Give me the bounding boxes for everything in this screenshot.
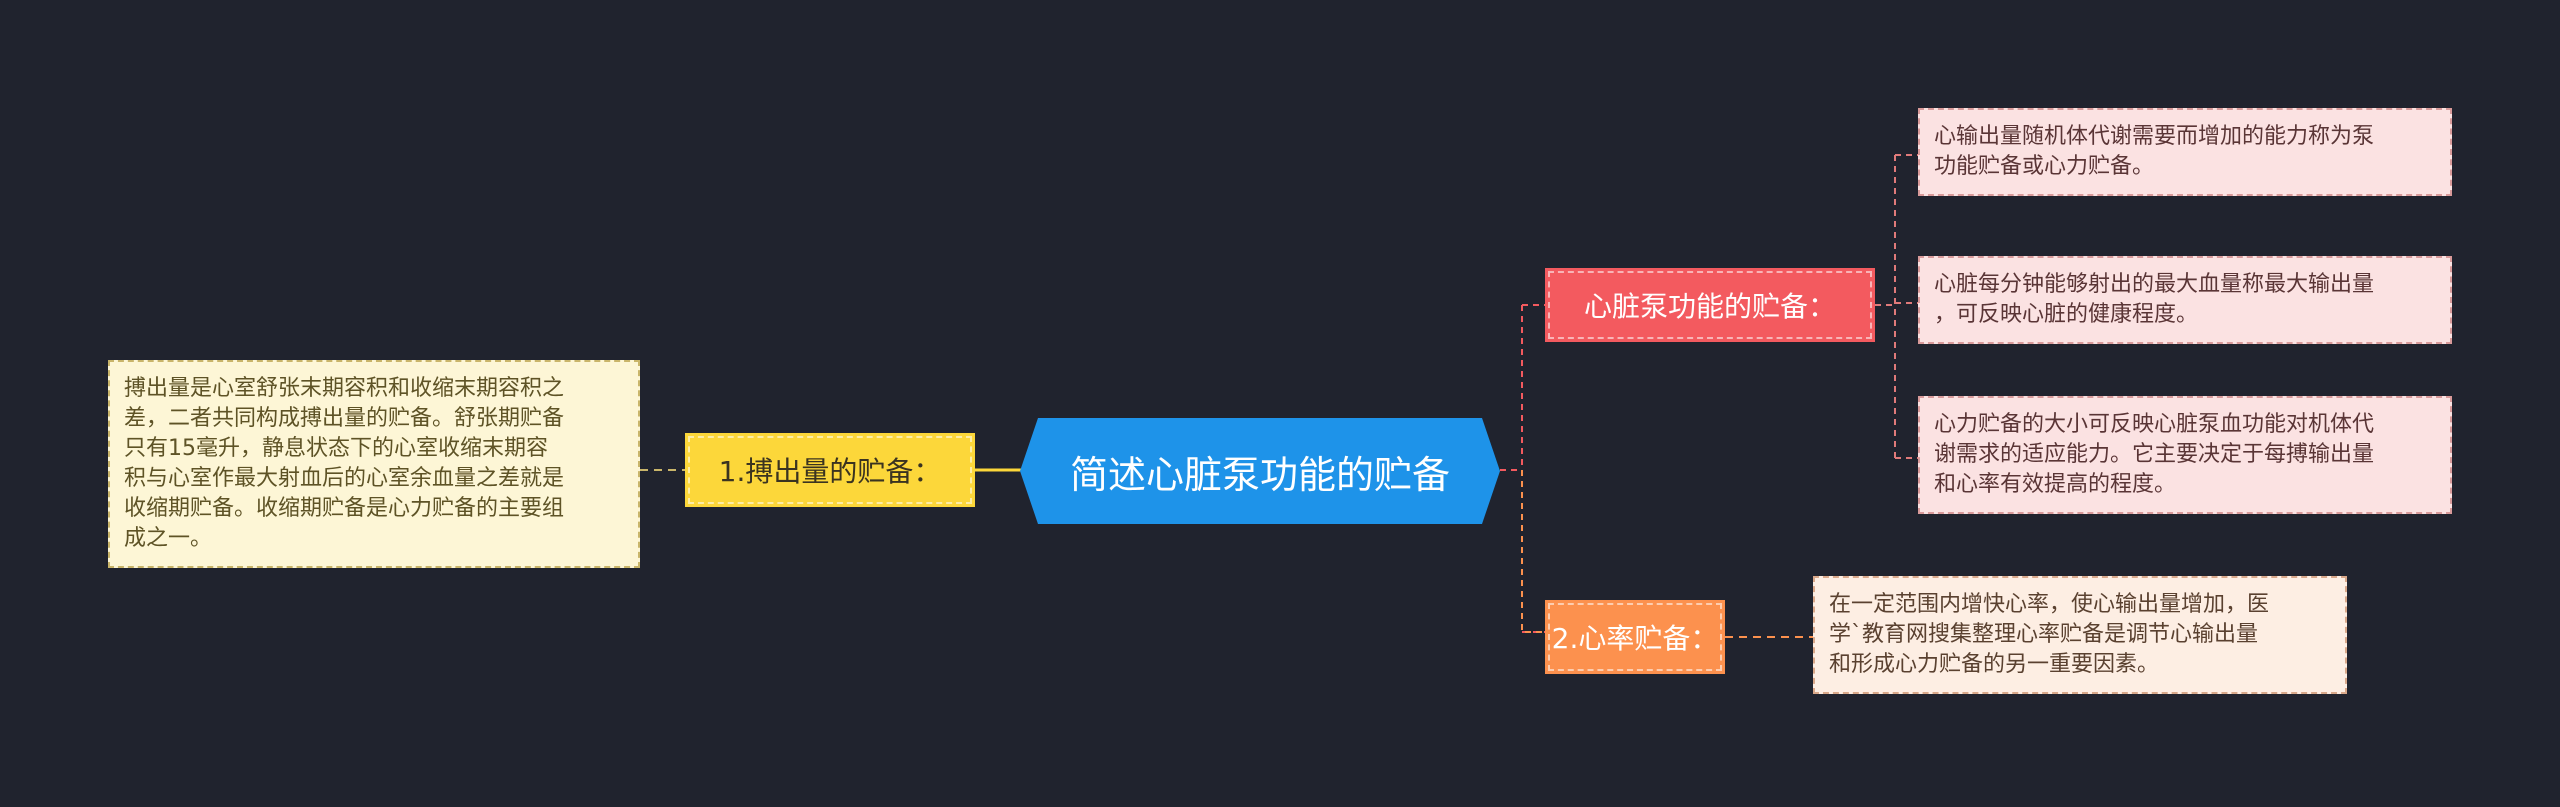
note-line: 和形成心力贮备的另一重要因素。 [1829,652,2160,677]
branch-label: 1.搏出量的贮备： [718,455,942,488]
note-line: ，可反映心脏的健康程度。 [1934,302,2199,327]
branch-stroke-volume-reserve[interactable]: 1.搏出量的贮备： [685,433,975,507]
central-topic[interactable]: 简述心脏泵功能的贮备 [1020,418,1500,524]
note-line: 差，二者共同构成搏出量的贮备。舒张期贮备 [124,406,565,431]
note-line: 心力贮备的大小可反映心脏泵血功能对机体代 [1934,412,2375,437]
note-line: 功能贮备或心力贮备。 [1934,154,2155,179]
note-line: 搏出量是心室舒张末期容积和收缩末期容积之 [124,376,565,401]
branch-heart-rate-reserve[interactable]: 2.心率贮备： [1545,600,1725,674]
branch-label: 心脏泵功能的贮备： [1583,290,1836,323]
note-line: 收缩期贮备。收缩期贮备是心力贮备的主要组 [124,496,565,521]
note-line: 和心率有效提高的程度。 [1934,472,2177,497]
branch-label: 2.心率贮备： [1551,622,1719,655]
branch-cardiac-pump-reserve[interactable]: 心脏泵功能的贮备： [1545,268,1875,342]
pump-reserve-detail-note-3[interactable]: 心力贮备的大小可反映心脏泵血功能对机体代 谢需求的适应能力。它主要决定于每搏输出… [1918,396,2452,514]
note-line: 在一定范围内增快心率，使心输出量增加，医 [1829,592,2270,617]
note-line: 学`教育网搜集整理心率贮备是调节心输出量 [1829,622,2259,647]
central-topic-label: 简述心脏泵功能的贮备 [1069,452,1450,497]
note-line: 成之一。 [124,526,213,551]
stroke-volume-detail-note[interactable]: 搏出量是心室舒张末期容积和收缩末期容积之 差，二者共同构成搏出量的贮备。舒张期贮… [108,360,640,568]
heart-rate-detail-note[interactable]: 在一定范围内增快心率，使心输出量增加，医 学`教育网搜集整理心率贮备是调节心输出… [1813,576,2347,694]
note-line: 谢需求的适应能力。它主要决定于每搏输出量 [1934,442,2375,467]
note-line: 只有15毫升，静息状态下的心室收缩末期容 [124,436,548,461]
pump-reserve-detail-note-2[interactable]: 心脏每分钟能够射出的最大血量称最大输出量 ，可反映心脏的健康程度。 [1918,256,2452,344]
note-line: 积与心室作最大射血后的心室余血量之差就是 [124,466,565,491]
note-line: 心输出量随机体代谢需要而增加的能力称为泵 [1934,124,2375,149]
note-line: 心脏每分钟能够射出的最大血量称最大输出量 [1934,272,2375,297]
pump-reserve-detail-note-1[interactable]: 心输出量随机体代谢需要而增加的能力称为泵 功能贮备或心力贮备。 [1918,108,2452,196]
